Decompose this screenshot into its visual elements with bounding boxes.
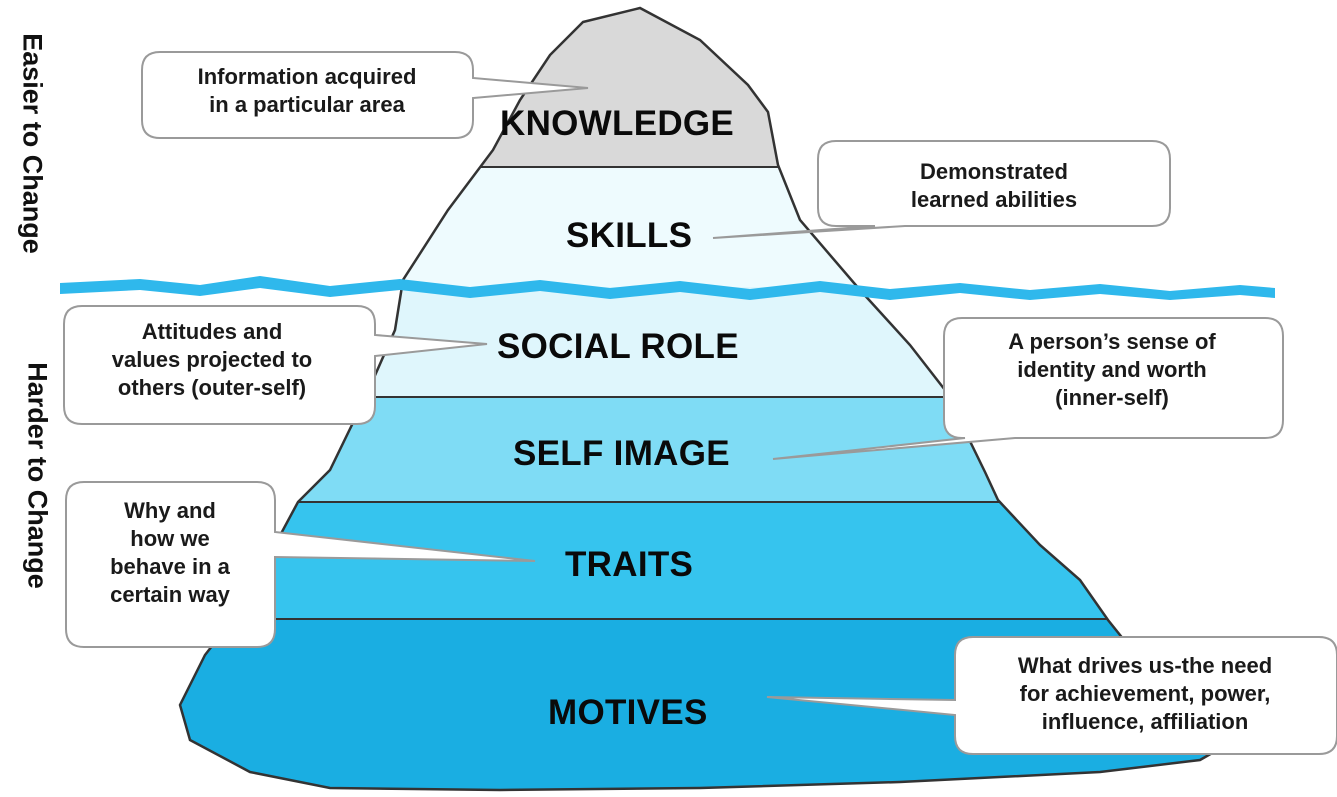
social-role-label: SOCIAL ROLE xyxy=(497,327,739,366)
harder-to-change-label: Harder to Change xyxy=(22,362,53,589)
callout-self-image xyxy=(772,317,1284,460)
callout-traits xyxy=(65,481,536,648)
callout-motives xyxy=(766,636,1337,755)
knowledge-note: Information acquired in a particular are… xyxy=(197,64,417,117)
motives-note: What drives us-the need for achievement,… xyxy=(1017,653,1273,734)
traits-label: TRAITS xyxy=(565,545,694,584)
skills-note: Demonstrated learned abilities xyxy=(910,159,1078,212)
knowledge-label: KNOWLEDGE xyxy=(500,104,735,143)
easier-to-change-label: Easier to Change xyxy=(17,33,48,254)
traits-note: Why and how we behave in a certain way xyxy=(110,498,230,607)
self-image-note: A person’s sense of identity and worth (… xyxy=(1008,329,1216,410)
skills-label: SKILLS xyxy=(566,216,693,255)
callout-social-role xyxy=(63,305,488,425)
self-image-label: SELF IMAGE xyxy=(513,434,730,473)
water-line xyxy=(60,276,1275,300)
social-role-note: Attitudes and values projected to others… xyxy=(111,319,313,400)
motives-label: MOTIVES xyxy=(548,693,708,732)
callout-knowledge xyxy=(141,51,589,139)
callout-skills xyxy=(712,140,1171,239)
